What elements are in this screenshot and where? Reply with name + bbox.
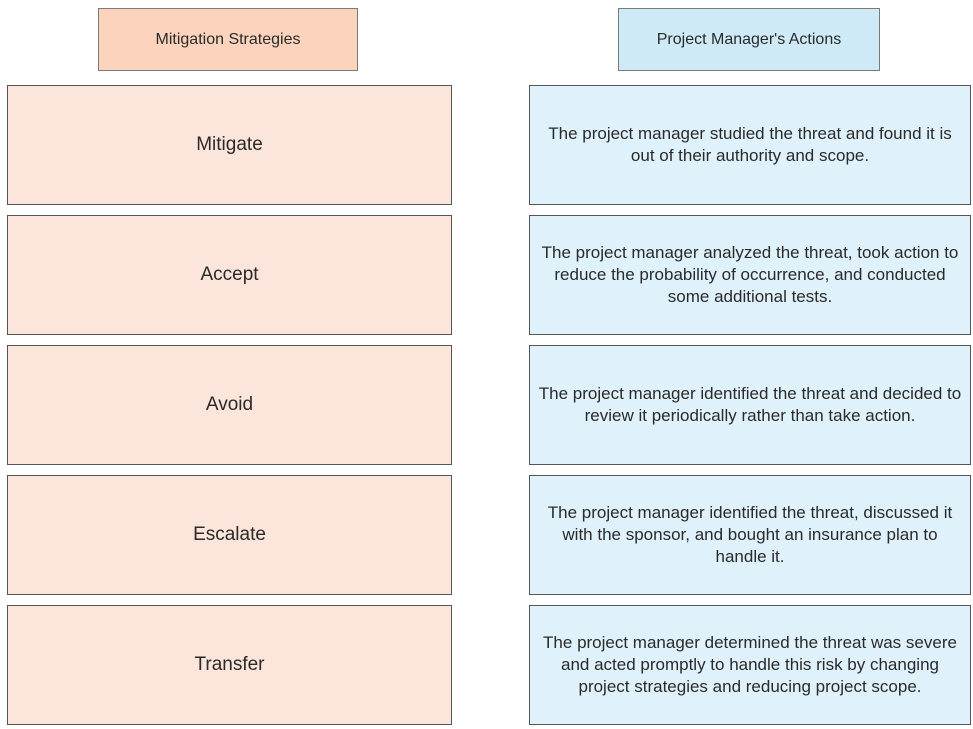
- strategy-box-mitigate[interactable]: Mitigate: [7, 85, 452, 205]
- action-box-4[interactable]: The project manager identified the threa…: [529, 475, 971, 595]
- project-manager-actions-header-label: Project Manager's Actions: [656, 30, 842, 48]
- strategy-label: Accept: [200, 264, 259, 285]
- action-text: The project manager identified the threa…: [547, 503, 953, 566]
- action-text: The project manager identified the threa…: [538, 384, 962, 425]
- strategy-label: Mitigate: [196, 134, 263, 155]
- mitigation-strategies-header-label: Mitigation Strategies: [155, 30, 301, 48]
- action-box-3[interactable]: The project manager identified the threa…: [529, 345, 971, 465]
- action-text: The project manager analyzed the threat,…: [541, 243, 959, 306]
- strategy-box-transfer[interactable]: Transfer: [7, 605, 452, 725]
- action-box-1[interactable]: The project manager studied the threat a…: [529, 85, 971, 205]
- strategy-box-escalate[interactable]: Escalate: [7, 475, 452, 595]
- action-box-2[interactable]: The project manager analyzed the threat,…: [529, 215, 971, 335]
- project-manager-actions-header: Project Manager's Actions: [618, 8, 880, 71]
- action-text: The project manager studied the threat a…: [548, 124, 952, 165]
- action-text: The project manager determined the threa…: [543, 633, 957, 696]
- strategy-label: Avoid: [205, 394, 254, 415]
- strategy-label: Transfer: [194, 654, 265, 675]
- strategy-label: Escalate: [193, 524, 266, 545]
- strategy-box-accept[interactable]: Accept: [7, 215, 452, 335]
- action-box-5[interactable]: The project manager determined the threa…: [529, 605, 971, 725]
- mitigation-strategies-header: Mitigation Strategies: [98, 8, 358, 71]
- strategy-box-avoid[interactable]: Avoid: [7, 345, 452, 465]
